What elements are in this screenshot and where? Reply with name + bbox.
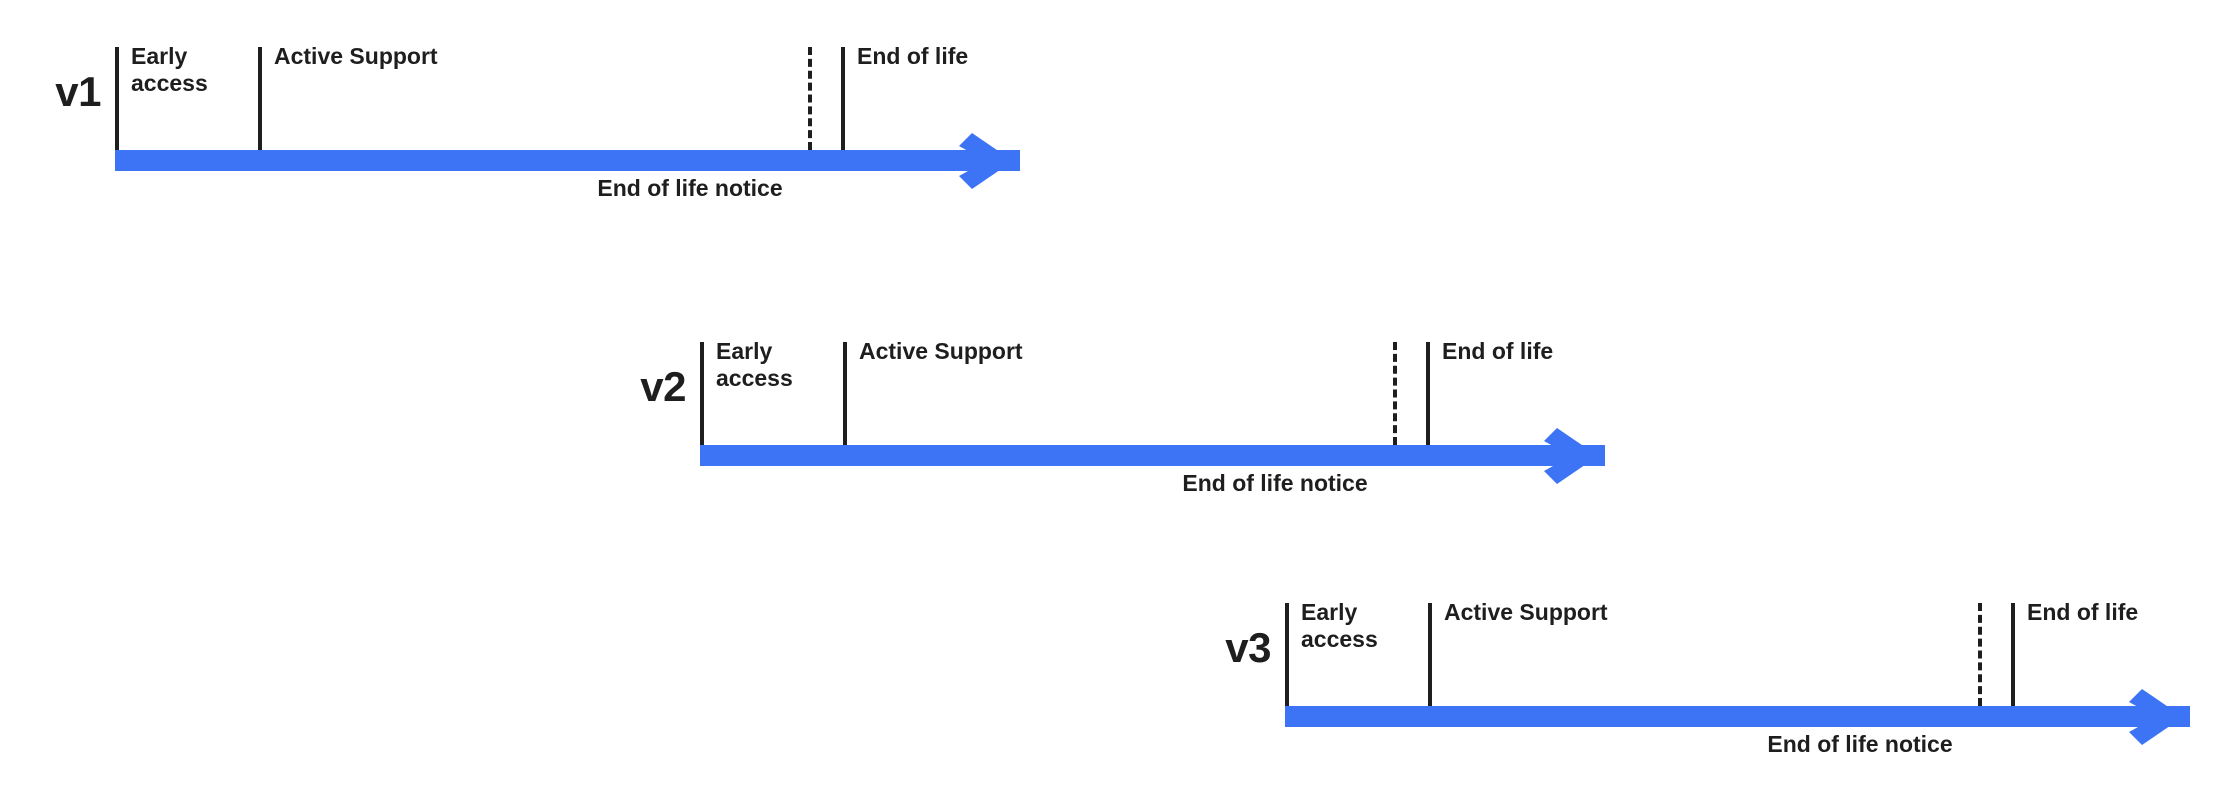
bar-caption-eol-notice-v1: End of life notice — [597, 175, 783, 201]
arrow-head-icon-v3 — [2125, 686, 2187, 748]
phase-label-active-support-v1: Active Support — [274, 43, 438, 69]
arrow-head-icon-v1 — [955, 130, 1017, 192]
phase-divider-start-v2 — [700, 342, 704, 445]
phase-divider-eol-notice-v1 — [808, 47, 812, 150]
phase-divider-active-support-v3 — [1428, 603, 1432, 706]
phase-divider-active-support-v1 — [258, 47, 262, 150]
phase-divider-start-v3 — [1285, 603, 1289, 706]
phase-label-end-of-life-v2: End of life — [1442, 338, 1554, 364]
phase-label-early-access-v2: Early access — [716, 338, 793, 392]
phase-divider-eol-notice-v3 — [1978, 603, 1982, 706]
version-label-v1: v1 — [55, 68, 101, 115]
version-label-v3: v3 — [1225, 624, 1271, 671]
phase-label-early-access-v1: Early access — [131, 43, 208, 97]
lifecycle-bar-v3 — [1285, 706, 2190, 727]
timeline-row-v3: v3 Early access Active Support End of li… — [1225, 599, 2228, 812]
phase-divider-end-of-life-v2 — [1426, 342, 1430, 445]
phase-divider-active-support-v2 — [843, 342, 847, 445]
arrow-head-icon-v2 — [1540, 425, 1602, 487]
phase-label-end-of-life-v1: End of life — [857, 43, 969, 69]
phase-label-active-support-v3: Active Support — [1444, 599, 1608, 625]
phase-divider-start-v1 — [115, 47, 119, 150]
phase-divider-end-of-life-v1 — [841, 47, 845, 150]
timeline-row-v1: v1 Early access Active Support End of li… — [55, 43, 1115, 267]
timeline-row-v2: v2 Early access Active Support End of li… — [640, 338, 1700, 562]
bar-caption-eol-notice-v2: End of life notice — [1182, 470, 1368, 496]
version-label-v2: v2 — [640, 363, 686, 410]
bar-caption-eol-notice-v3: End of life notice — [1767, 731, 1953, 757]
lifecycle-bar-v1 — [115, 150, 1020, 171]
phase-divider-end-of-life-v3 — [2011, 603, 2015, 706]
phase-label-end-of-life-v3: End of life — [2027, 599, 2139, 625]
phase-label-early-access-v3: Early access — [1301, 599, 1378, 653]
lifecycle-bar-v2 — [700, 445, 1605, 466]
phase-divider-eol-notice-v2 — [1393, 342, 1397, 445]
phase-label-active-support-v2: Active Support — [859, 338, 1023, 364]
